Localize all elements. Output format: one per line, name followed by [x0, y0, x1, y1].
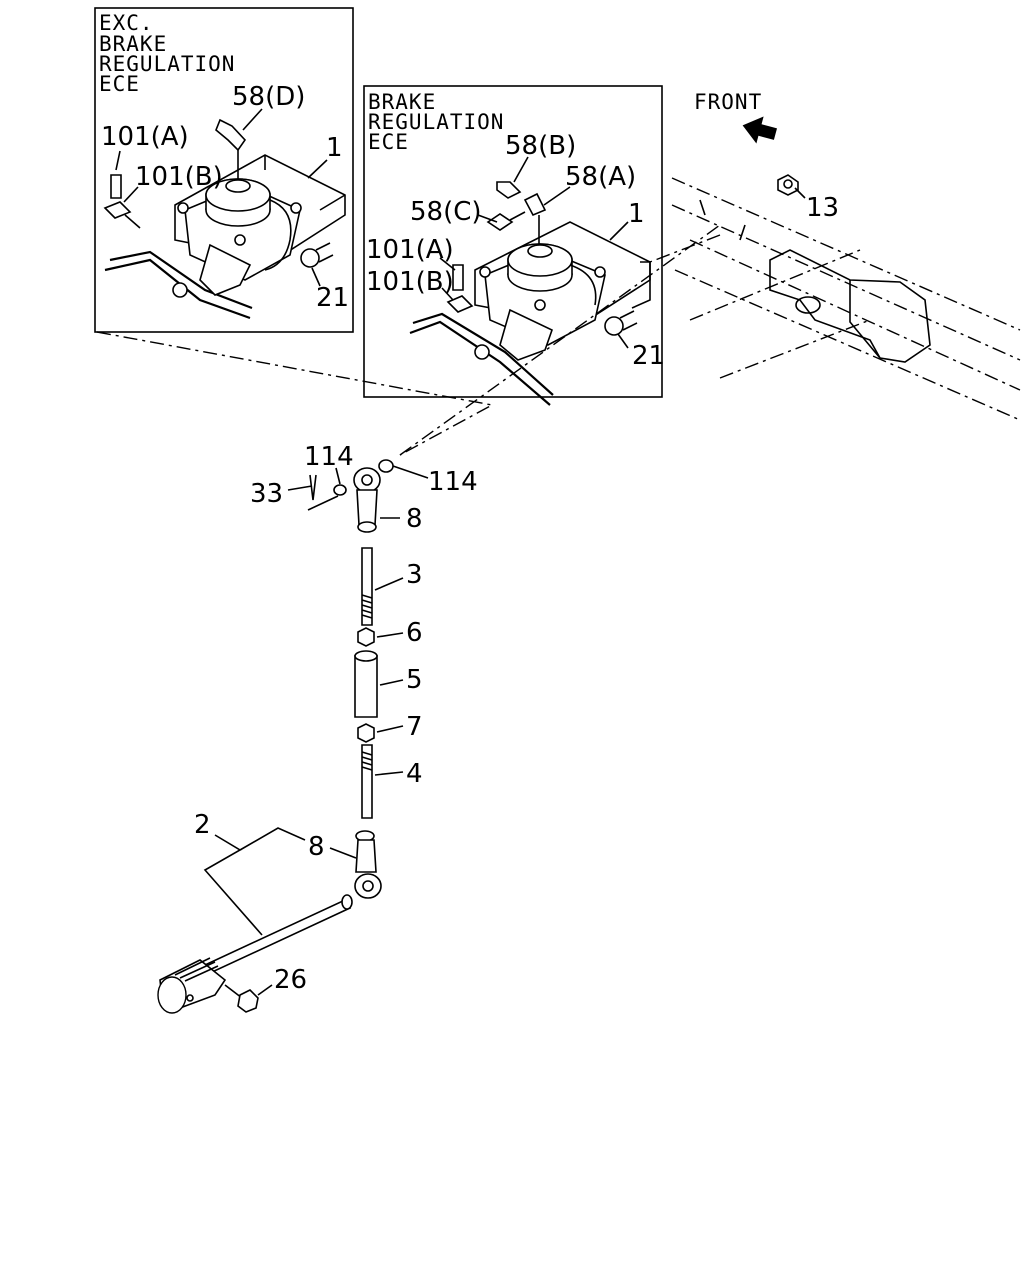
callout-right-101a: 101(A) — [366, 235, 454, 265]
nut-6 — [357, 627, 375, 647]
tube-5 — [354, 655, 378, 718]
linkage-assembly: 114 114 33 8 3 6 5 7 4 2 8 26 — [157, 442, 478, 1014]
left-panel-line-1: EXC. — [99, 11, 154, 35]
right-panel-border — [363, 85, 663, 398]
threaded-rod-3 — [361, 547, 373, 626]
ball-joint-8-top — [353, 467, 381, 533]
callout-4: 4 — [406, 759, 423, 789]
callout-26: 26 — [274, 965, 307, 995]
nut-7 — [357, 723, 375, 743]
right-panel-line-3: ECE — [368, 130, 409, 154]
callout-right-21: 21 — [632, 341, 665, 371]
callout-8-bottom: 8 — [308, 832, 325, 862]
callout-right-58b: 58(B) — [505, 131, 576, 161]
callout-left-21: 21 — [316, 283, 349, 313]
lever-clamp — [157, 957, 227, 1014]
callout-right-101b: 101(B) — [366, 267, 454, 297]
vehicle-frame: 13 — [649, 174, 1021, 421]
front-indicator: FRONT — [694, 90, 778, 144]
bolt-26 — [224, 984, 259, 1013]
callout-right-58c: 58(C) — [410, 197, 482, 227]
callout-114-left: 114 — [304, 442, 354, 472]
callout-left-58d: 58(D) — [232, 82, 305, 112]
callout-114-right: 114 — [428, 467, 478, 497]
left-panel-line-3: REGULATION — [99, 52, 235, 76]
right-panel-line-1: BRAKE — [368, 90, 436, 114]
callout-2: 2 — [194, 810, 211, 840]
lever-rod-2 — [203, 898, 352, 975]
nut-13 — [777, 174, 799, 196]
callout-right-1: 1 — [628, 199, 645, 229]
exc-brake-regulation-panel: EXC. BRAKE REGULATION ECE — [94, 7, 354, 333]
brake-regulation-panel: BRAKE REGULATION ECE — [363, 85, 665, 406]
left-panel-border — [94, 7, 354, 333]
cotter-pin-33 — [309, 474, 317, 501]
connector-right-frame — [399, 224, 721, 456]
callout-left-101b: 101(B) — [135, 162, 223, 192]
washer-114-left — [333, 484, 347, 496]
left-valve-assembly — [103, 118, 346, 320]
callout-left-1: 1 — [326, 133, 343, 163]
connector-left-panel — [96, 331, 495, 456]
callout-33: 33 — [250, 479, 283, 509]
callout-6: 6 — [406, 618, 423, 648]
left-panel-line-4: ECE — [99, 72, 140, 96]
callout-8-top: 8 — [406, 504, 423, 534]
callout-13: 13 — [806, 193, 839, 223]
washer-114-right — [378, 459, 394, 473]
callout-right-58a: 58(A) — [565, 162, 636, 192]
front-arrow-icon — [742, 116, 778, 144]
callout-left-101a: 101(A) — [101, 122, 189, 152]
threaded-rod-4 — [361, 744, 373, 819]
callout-3: 3 — [406, 560, 423, 590]
ball-joint-8-bottom — [354, 830, 382, 899]
right-valve-assembly — [409, 181, 651, 406]
callout-7: 7 — [406, 712, 423, 742]
callout-5: 5 — [406, 665, 423, 695]
front-label: FRONT — [694, 90, 762, 114]
left-panel-line-2: BRAKE — [99, 32, 167, 56]
right-panel-line-2: REGULATION — [368, 110, 504, 134]
